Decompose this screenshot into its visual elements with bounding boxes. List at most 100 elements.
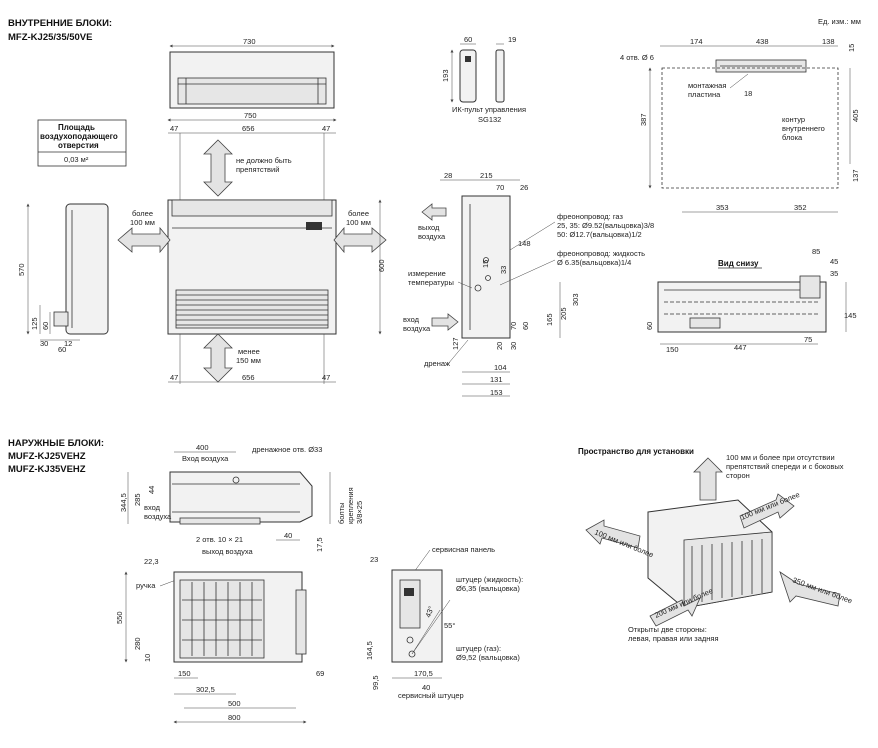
- out-d40: 40: [284, 531, 292, 540]
- plate-d18: 18: [744, 89, 752, 98]
- indoor-front-view: 750 47 656 47 не должно быть препятствий…: [117, 111, 387, 384]
- remote-h193: 193: [441, 69, 450, 82]
- indoor-title-2: MFZ-KJ25/35/50VE: [8, 32, 92, 43]
- side-d26: 26: [520, 183, 528, 192]
- side-d15: 15: [481, 260, 490, 268]
- air-area-title-3: отверстия: [58, 141, 99, 150]
- less150-2: 150 мм: [236, 356, 261, 365]
- out-holes2: 2 отв. 10 × 21: [196, 535, 243, 544]
- side-d153: 153: [490, 388, 503, 397]
- outdoor-front-view: 22,3 ручка 550 280 10 150 302,5 69 500 8…: [115, 557, 324, 724]
- plate-d405: 405: [851, 109, 860, 122]
- out-air-in-top: Вход воздуха: [182, 454, 229, 463]
- side-d30: 30: [509, 342, 518, 350]
- side-d127: 127: [451, 337, 460, 350]
- plate-contour-2: внутреннего: [782, 124, 825, 133]
- remote-label-2: SG132: [478, 115, 501, 124]
- side-d28: 28: [444, 171, 452, 180]
- dim-750: 750: [244, 111, 257, 120]
- remote-w19: 19: [508, 35, 516, 44]
- bottom-d75: 75: [804, 335, 812, 344]
- out-handle: ручка: [136, 581, 156, 590]
- install-title: Пространство для установки: [578, 447, 694, 456]
- side-air-out-2: воздуха: [418, 232, 446, 241]
- out-d175: 17,5: [315, 537, 324, 552]
- no-obstacles-2: препятствий: [236, 165, 279, 174]
- plate-d15: 15: [847, 44, 856, 52]
- plate-d387: 387: [639, 113, 648, 126]
- out-d3025: 302,5: [196, 685, 215, 694]
- more100-left-1: более: [132, 209, 153, 218]
- out-liquid-2: Ø6,35 (вальцовка): [456, 584, 520, 593]
- plate-d138: 138: [822, 37, 835, 46]
- out-d69: 69: [316, 669, 324, 678]
- side-d131: 131: [490, 375, 503, 384]
- temp-label-2: температуры: [408, 278, 454, 287]
- install-open-note-1: Открыты две стороны:: [628, 625, 707, 634]
- out-d400: 400: [196, 443, 209, 452]
- out-bolts-3: 3/8×25: [355, 501, 364, 524]
- bottom-d145: 145: [844, 311, 857, 320]
- out-d223: 22,3: [144, 557, 159, 566]
- bottom-d85: 85: [812, 247, 820, 256]
- dim-47a: 47: [170, 124, 178, 133]
- out-gas-2: Ø9,52 (вальцовка): [456, 653, 520, 662]
- out-service-port: сервисный штуцер: [398, 691, 464, 700]
- dim-656a: 656: [242, 124, 255, 133]
- plate-contour-1: контур: [782, 115, 805, 124]
- remote-w60: 60: [464, 35, 472, 44]
- out-service-panel: сервисная панель: [432, 545, 495, 554]
- out-air-in-side-2: воздуха: [144, 512, 172, 521]
- plate-mount-1: монтажная: [688, 81, 726, 90]
- temp-label-1: измерение: [408, 269, 446, 278]
- air-area-title-1: Площадь: [58, 123, 95, 132]
- side-air-in-2: воздуха: [403, 324, 431, 333]
- out-d995: 99,5: [371, 675, 380, 690]
- dim-side-125: 125: [30, 317, 39, 330]
- outdoor-title-1: НАРУЖНЫЕ БЛОКИ:: [8, 438, 104, 449]
- out-air-out: выход воздуха: [202, 547, 254, 556]
- out-gas-1: штуцер (газ):: [456, 644, 501, 653]
- out-d44: 44: [147, 486, 156, 494]
- out-air-in-side-1: вход: [144, 503, 161, 512]
- out-liquid-1: штуцер (жидкость):: [456, 575, 523, 584]
- dim-side-60b: 60: [58, 345, 66, 354]
- out-d550: 550: [115, 611, 124, 624]
- air-area-box: Площадь воздухоподающего отверстия 0,03 …: [37, 119, 127, 167]
- side-d60: 60: [521, 322, 530, 330]
- plate-d438: 438: [756, 37, 769, 46]
- indoor-top-view: 730: [169, 37, 335, 109]
- more100-left-2: 100 мм: [130, 218, 155, 227]
- out-d285: 285: [133, 493, 142, 506]
- install-top-note-3: сторон: [726, 471, 750, 480]
- more100-right-2: 100 мм: [346, 218, 371, 227]
- gas-pipe-3: 50: Ø12.7(вальцовка)1/2: [557, 230, 642, 239]
- drain-label: дренаж: [424, 359, 450, 368]
- out-d10: 10: [143, 654, 152, 662]
- plate-d174: 174: [690, 37, 703, 46]
- bottom-d45: 45: [830, 257, 838, 266]
- out-d40b: 40: [422, 683, 430, 692]
- air-area-value: 0,03 м²: [64, 155, 89, 164]
- install-open-note-2: левая, правая или задняя: [628, 634, 719, 643]
- side-d148: 148: [518, 239, 531, 248]
- side-d33: 33: [499, 266, 508, 274]
- outdoor-title-2: MUFZ-KJ25VEHZ: [8, 451, 86, 462]
- indoor-side-view: 28 215 70 26 выход воздуха фреонопровод:…: [403, 171, 654, 397]
- side-d215: 215: [480, 171, 493, 180]
- out-bolts-2: крепления: [346, 487, 355, 524]
- out-d500: 500: [228, 699, 241, 708]
- mounting-plate-drawing: 174 438 138 15 4 отв. Ø 6 монтажная плас…: [620, 37, 860, 213]
- air-area-title-2: воздухоподающего: [40, 132, 118, 141]
- install-top-note-2: препятствий спереди и с боковых: [726, 462, 844, 471]
- units-label: Ед. изм.: мм: [818, 17, 861, 26]
- dim-bottom-47a: 47: [170, 373, 178, 382]
- gas-pipe-1: фреонопровод: газ: [557, 212, 624, 221]
- outdoor-side-view: 23 сервисная панель штуцер (жидкость): Ø…: [365, 545, 523, 700]
- out-d3445: 344,5: [119, 493, 128, 512]
- side-air-in-1: вход: [403, 315, 420, 324]
- bottom-d35: 35: [830, 269, 838, 278]
- side-d205: 205: [559, 307, 568, 320]
- dim-730: 730: [243, 37, 256, 46]
